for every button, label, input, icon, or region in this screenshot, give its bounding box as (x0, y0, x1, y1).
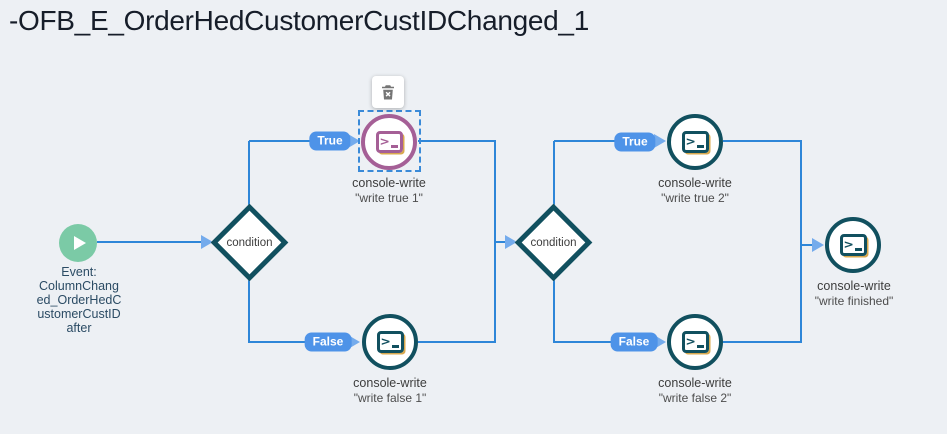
edge-junction1-to-condition2 (494, 241, 506, 243)
delete-node-button[interactable] (372, 76, 404, 108)
node-label: console-write "write false 1" (315, 375, 465, 406)
node-condition-1[interactable]: condition (210, 203, 289, 282)
arrowhead-into-condition2 (505, 235, 517, 249)
node-console-write-false-1[interactable] (362, 314, 418, 370)
branch-badge-false-2: False (610, 332, 658, 352)
condition-label: condition (226, 236, 273, 249)
node-label: console-write "write finished" (779, 278, 929, 309)
edge-condition2-top-v (553, 141, 555, 205)
edge-junction2-to-final (801, 244, 812, 246)
edge-condition2-true-h (554, 140, 656, 142)
terminal-icon (839, 234, 867, 256)
node-condition-2[interactable]: condition (514, 203, 593, 282)
trash-icon (382, 85, 394, 100)
edge-node3-to-junction2 (723, 140, 802, 142)
terminal-icon (681, 131, 709, 153)
node-label: console-write "write true 2" (620, 175, 770, 206)
condition-label: condition (530, 236, 577, 249)
node-title: console-write (658, 176, 732, 190)
node-title: console-write (352, 176, 426, 190)
edge-condition1-false-h (249, 341, 350, 343)
node-label: console-write "write false 2" (620, 375, 770, 406)
edge-condition2-false-h (554, 341, 656, 343)
edge-node2-to-junction1 (418, 341, 496, 343)
edge-node1-to-junction1 (418, 140, 496, 142)
edge-node4-to-junction2 (723, 341, 802, 343)
page-title: -OFB_E_OrderHedCustomerCustIDChanged_1 (9, 5, 589, 36)
node-subtitle: "write finished" (814, 294, 894, 308)
event-label-line: ed_OrderHedC (36, 293, 122, 307)
edge-event-to-condition1 (97, 241, 203, 243)
node-title: console-write (658, 376, 732, 390)
node-subtitle: "write false 2" (658, 391, 732, 405)
node-subtitle: "write false 1" (353, 391, 427, 405)
branch-badge-false-1: False (304, 332, 352, 352)
edge-condition1-bottom-v (248, 278, 250, 343)
edge-condition1-top-v (248, 141, 250, 206)
node-console-write-finished[interactable] (825, 217, 881, 273)
event-label: Event: ColumnChang ed_OrderHedC ustomerC… (14, 265, 144, 335)
arrowhead-into-node3 (654, 134, 666, 148)
edge-junction1-v (494, 141, 496, 343)
edge-junction2-v (800, 141, 802, 343)
arrowhead-into-node5 (812, 238, 824, 252)
terminal-icon (376, 331, 404, 353)
arrowhead-into-node1 (348, 134, 360, 148)
terminal-icon (681, 331, 709, 353)
node-subtitle: "write true 2" (661, 191, 729, 205)
arrowhead-into-condition1 (201, 235, 213, 249)
play-icon (74, 236, 86, 250)
event-label-line: ColumnChang (39, 279, 119, 293)
node-title: console-write (353, 376, 427, 390)
node-title: console-write (817, 279, 891, 293)
terminal-icon (375, 131, 403, 153)
event-label-line: after (66, 321, 92, 335)
branch-badge-true-2: True (614, 132, 656, 152)
node-console-write-true-1[interactable] (361, 114, 417, 170)
event-label-line: Event: (61, 265, 97, 279)
edge-condition1-true-h (249, 140, 350, 142)
node-console-write-false-2[interactable] (667, 314, 723, 370)
event-label-line: ustomerCustID (37, 307, 121, 321)
node-label: console-write "write true 1" (314, 175, 464, 206)
node-console-write-true-2[interactable] (667, 114, 723, 170)
node-event-start[interactable] (59, 224, 97, 262)
node-subtitle: "write true 1" (355, 191, 423, 205)
branch-badge-true-1: True (309, 131, 351, 151)
edge-condition2-bottom-v (553, 279, 555, 343)
